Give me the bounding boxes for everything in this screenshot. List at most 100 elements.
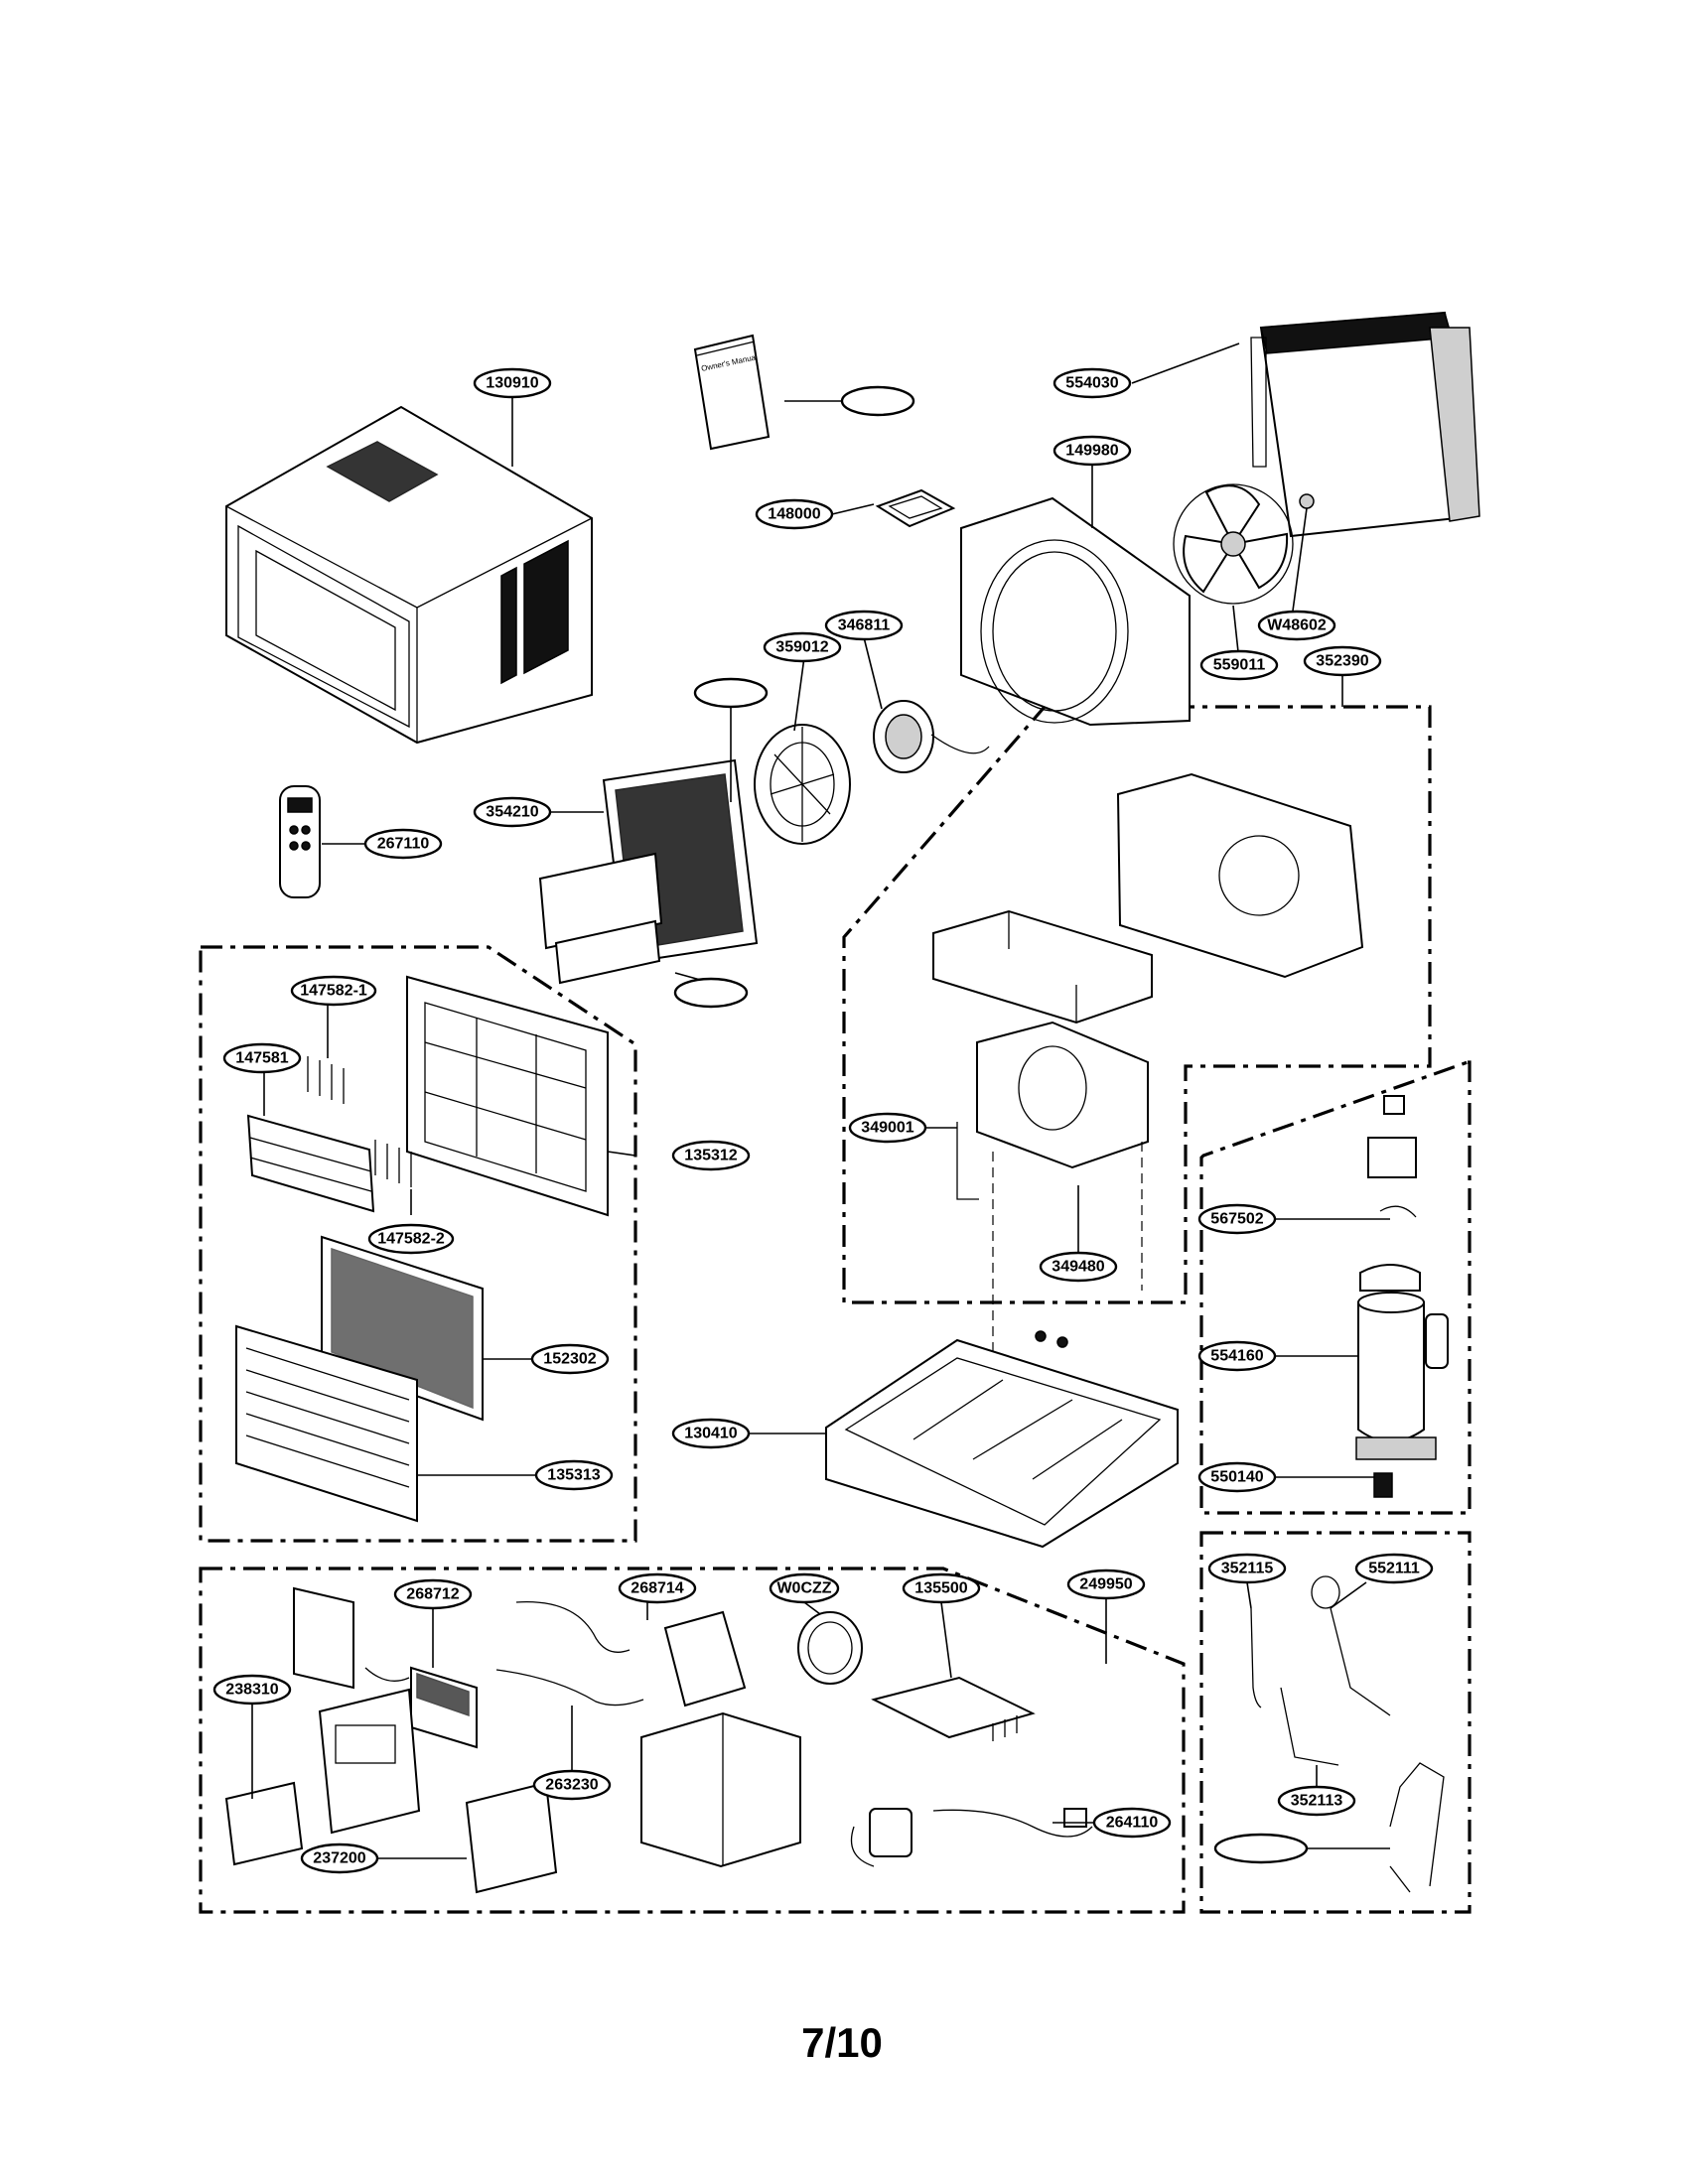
base-pan-part	[825, 1330, 1179, 1549]
callout-263230: 263230	[532, 1769, 612, 1801]
svg-text:349480: 349480	[1052, 1259, 1104, 1276]
capacitor-part	[797, 1611, 863, 1685]
main-pcb-part	[293, 1586, 478, 1749]
callout-554160: 554160	[1197, 1340, 1277, 1372]
page-number: 7/10	[801, 2019, 883, 2066]
svg-text:263230: 263230	[545, 1777, 598, 1794]
svg-text:W48602: W48602	[1267, 617, 1327, 634]
callout-359012: 359012	[763, 631, 842, 663]
group-compressor	[1199, 1060, 1472, 1515]
svg-text:W0CZZ: W0CZZ	[776, 1580, 831, 1597]
svg-text:268714: 268714	[631, 1580, 683, 1597]
leader-lines	[251, 342, 1390, 1859]
callout-346811: 346811	[824, 610, 904, 641]
refrigerant-tubes-part	[1250, 1575, 1445, 1893]
callout-268714: 268714	[618, 1572, 697, 1604]
callout-blank-tubing	[1213, 1833, 1309, 1864]
callout-147581: 147581	[222, 1042, 302, 1074]
callout-147582-2: 147582-2	[367, 1223, 455, 1255]
callout-135313: 135313	[534, 1459, 614, 1491]
svg-text:352390: 352390	[1316, 653, 1368, 670]
compressor-part	[1355, 1095, 1449, 1498]
svg-text:135500: 135500	[914, 1580, 967, 1597]
front-grille-part	[406, 975, 609, 1217]
svg-text:559011: 559011	[1213, 657, 1266, 674]
svg-text:238310: 238310	[225, 1682, 278, 1699]
nut-part	[1299, 493, 1315, 509]
callout-135312: 135312	[671, 1140, 751, 1171]
callout-352390: 352390	[1303, 645, 1382, 677]
cover-plate-part	[871, 1676, 1036, 1741]
svg-text:552111: 552111	[1368, 1561, 1420, 1577]
display-pcb-part	[224, 1688, 558, 1894]
svg-text:352113: 352113	[1291, 1793, 1343, 1810]
blower-wheel-part	[754, 724, 851, 845]
callout-149980: 149980	[1052, 435, 1132, 467]
svg-text:554030: 554030	[1065, 375, 1118, 392]
callout-blank-manual	[840, 385, 915, 417]
callout-152302: 152302	[530, 1343, 610, 1375]
remote-control-part	[279, 785, 321, 898]
svg-text:130910: 130910	[486, 375, 538, 392]
svg-text:550140: 550140	[1210, 1469, 1263, 1486]
callout-blank-evap-bracket	[673, 977, 749, 1009]
wire-harness-part	[495, 1600, 644, 1706]
svg-text:152302: 152302	[543, 1351, 596, 1368]
svg-text:147582-2: 147582-2	[377, 1231, 445, 1248]
condenser-coil-part	[1250, 311, 1480, 538]
callout-blank-motor-mount	[693, 677, 769, 709]
callout-238310: 238310	[212, 1674, 292, 1706]
shroud-part	[960, 496, 1191, 727]
svg-text:359012: 359012	[775, 639, 828, 656]
callout-349480: 349480	[1039, 1251, 1118, 1283]
svg-text:135313: 135313	[547, 1467, 600, 1484]
owners-manual-part: Owner's Manual	[693, 334, 771, 451]
callout-268712: 268712	[393, 1578, 473, 1610]
cabinet-part	[225, 405, 593, 745]
svg-text:267110: 267110	[377, 836, 430, 853]
callout-130910: 130910	[473, 367, 552, 399]
svg-text:264110: 264110	[1106, 1815, 1159, 1832]
callout-147582-1: 147582-1	[290, 975, 377, 1007]
callout-237200: 237200	[300, 1843, 379, 1874]
svg-text:147581: 147581	[235, 1050, 288, 1067]
callout-554030: 554030	[1052, 367, 1132, 399]
callout-559011: 559011	[1199, 649, 1279, 681]
svg-text:135312: 135312	[684, 1148, 737, 1164]
callout-550140: 550140	[1197, 1461, 1277, 1493]
svg-text:567502: 567502	[1210, 1211, 1263, 1228]
bracket-part	[875, 488, 956, 528]
air-guide-part	[932, 772, 1364, 1380]
group-front-panel	[199, 945, 637, 1543]
callout-130410: 130410	[671, 1418, 751, 1449]
svg-text:346811: 346811	[838, 617, 891, 634]
group-refrigerant	[1199, 1531, 1472, 1914]
callout-W48602: W48602	[1257, 610, 1336, 641]
callouts: 130910 554030 149980 148000 346811 35901…	[212, 367, 1434, 1874]
callout-552111: 552111	[1354, 1553, 1434, 1584]
svg-text:147582-1: 147582-1	[300, 983, 367, 1000]
callout-567502: 567502	[1197, 1203, 1277, 1235]
callout-354210: 354210	[473, 796, 552, 828]
svg-text:354210: 354210	[486, 804, 538, 821]
svg-text:268712: 268712	[406, 1586, 459, 1603]
propeller-fan-part	[1173, 483, 1315, 605]
control-box-part	[640, 1610, 801, 1868]
motor-part	[873, 700, 990, 773]
callout-264110: 264110	[1092, 1807, 1172, 1839]
louver-part	[246, 1056, 412, 1213]
svg-text:554160: 554160	[1210, 1348, 1263, 1365]
callout-349001: 349001	[848, 1112, 927, 1144]
svg-text:148000: 148000	[768, 506, 820, 523]
fuse-part	[850, 1808, 912, 1867]
svg-text:349001: 349001	[861, 1120, 913, 1137]
callout-148000: 148000	[755, 498, 834, 530]
callout-W0CZZ: W0CZZ	[769, 1572, 840, 1604]
front-panel-part	[235, 1324, 418, 1523]
callout-249950: 249950	[1066, 1569, 1146, 1600]
callout-352113: 352113	[1277, 1785, 1356, 1817]
group-air-guide	[842, 705, 1432, 1304]
svg-text:352115: 352115	[1221, 1561, 1274, 1577]
svg-text:237200: 237200	[313, 1850, 365, 1867]
